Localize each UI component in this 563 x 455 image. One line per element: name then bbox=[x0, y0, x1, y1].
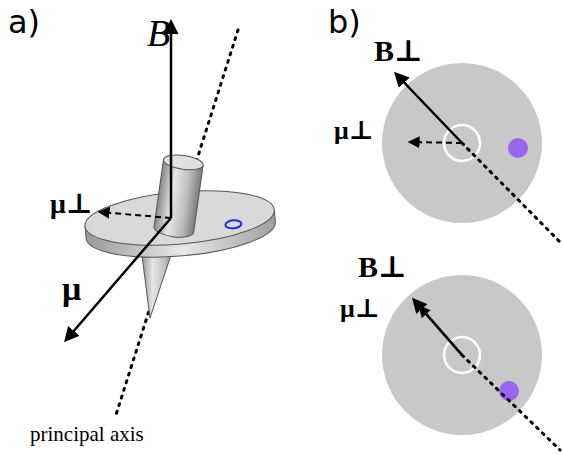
field-label: B bbox=[147, 14, 170, 52]
moment-arrow bbox=[66, 218, 171, 340]
moment-perp-arrow bbox=[100, 212, 171, 218]
axis-label: principal axis bbox=[30, 424, 144, 445]
field-perp-label: B⊥ bbox=[358, 252, 407, 282]
moment-perp-label: μ⊥ bbox=[340, 296, 380, 322]
marker-dot bbox=[499, 381, 519, 401]
moment-perp-label: μ⊥ bbox=[50, 190, 93, 218]
cylinder bbox=[153, 160, 203, 240]
panel-label: b) bbox=[328, 6, 361, 38]
marker-dot bbox=[508, 138, 528, 158]
moment-label: μ bbox=[62, 272, 81, 306]
panel-label: a) bbox=[8, 6, 40, 38]
field-perp-label: B⊥ bbox=[374, 36, 423, 66]
moment-perp-label: μ⊥ bbox=[334, 118, 374, 144]
